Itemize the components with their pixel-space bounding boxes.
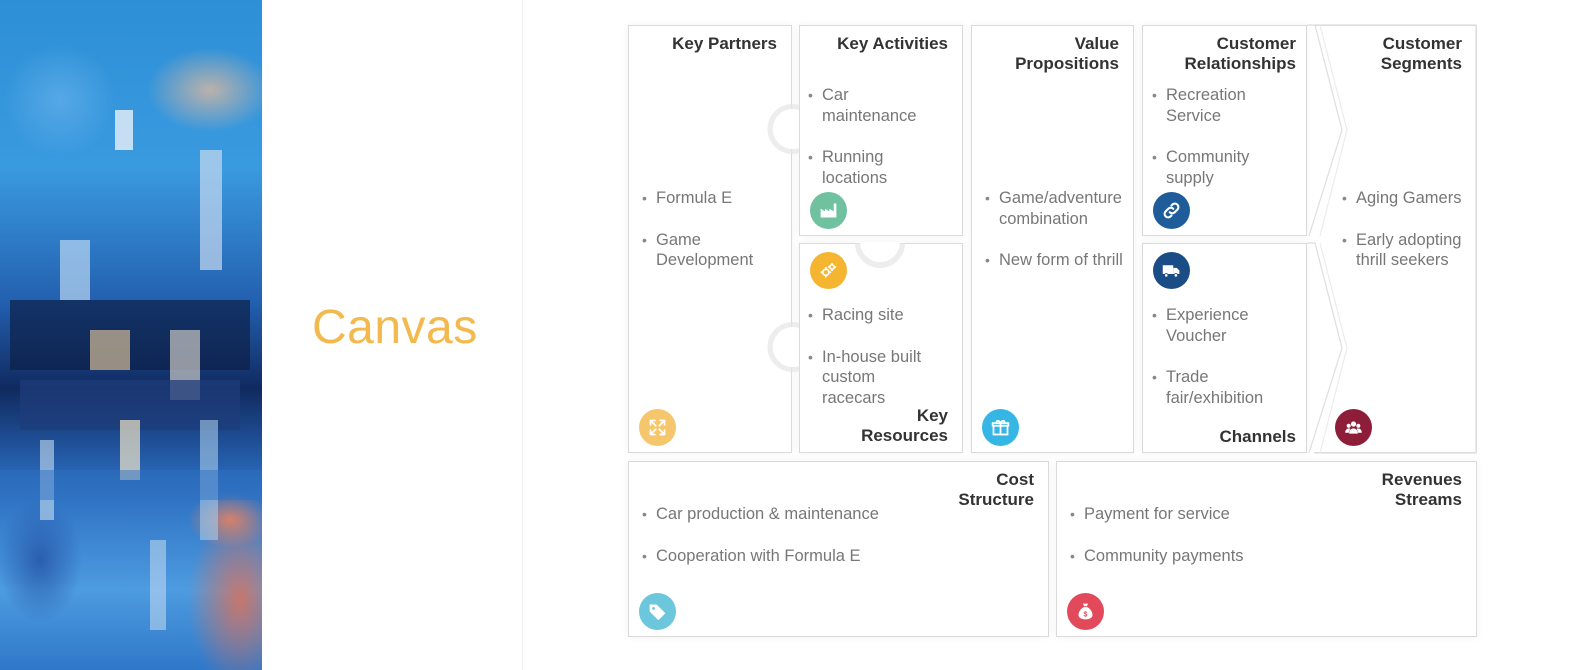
key-resources-card: Key Resources Racing site In-house built… [799,243,963,453]
key-activities-list: Car maintenance Running locations [808,85,938,209]
revenue-streams-card: Revenues Streams Payment for service Com… [1056,461,1477,637]
value-propositions-list: Game/adventure combination New form of t… [985,188,1135,292]
revenue-streams-title-line2: Streams [1394,490,1462,509]
list-item: Car maintenance [808,85,938,126]
revenue-streams-title-line1: Revenues [1381,470,1462,489]
people-icon [1335,409,1372,446]
key-resources-title-line1: Key [916,406,948,425]
gears-icon [810,252,847,289]
list-item: Early adopting thrill seekers [1342,230,1477,271]
list-item: Community supply [1152,147,1282,188]
list-item: New form of thrill [985,250,1135,271]
factory-icon [810,192,847,229]
list-item: Trade fair/exhibition [1152,367,1292,408]
list-item: Running locations [808,147,938,188]
page-title: Canvas [312,301,478,354]
customer-segments-title-line1: Customer [1382,34,1462,53]
key-activities-card: Key Activities Car maintenance Running l… [799,25,963,236]
key-partners-list: Formula E Game Development [642,188,787,292]
link-icon [1153,192,1190,229]
key-activities-title: Key Activities [837,34,948,53]
key-resources-title-line2: Resources [861,426,948,445]
cost-structure-title: Cost Structure [958,470,1034,510]
channels-list: Experience Voucher Trade fair/exhibition [1152,305,1292,429]
price-tag-icon [639,593,676,630]
value-propositions-title: Value Propositions [1015,34,1119,74]
key-resources-list: Racing site In-house built custom raceca… [808,305,938,429]
list-item: Formula E [642,188,787,209]
customer-segments-list: Aging Gamers Early adopting thrill seeke… [1342,188,1477,292]
channels-title: Channels [1219,427,1296,446]
cost-structure-card: Cost Structure Car production & maintena… [628,461,1049,637]
key-resources-title: Key Resources [861,406,948,446]
customer-segments-title-line2: Segments [1380,54,1462,73]
customer-relationships-list: Recreation Service Community supply [1152,85,1282,209]
partners-arrows-icon [639,409,676,446]
customer-relationships-title-line2: Relationships [1184,54,1296,73]
svg-text:$: $ [1084,611,1088,618]
list-item: In-house built custom racecars [808,347,938,409]
list-item: Racing site [808,305,938,326]
value-propositions-title-line1: Value [1074,34,1119,53]
list-item: Recreation Service [1152,85,1282,126]
truck-icon [1153,252,1190,289]
gift-icon [982,409,1019,446]
cost-structure-list: Car production & maintenance Cooperation… [642,504,962,587]
list-item: Cooperation with Formula E [642,546,962,567]
list-item: Experience Voucher [1152,305,1292,346]
channels-card: Channels Experience Voucher Trade fair/e… [1142,243,1307,453]
vertical-divider [522,0,523,670]
key-partners-title: Key Partners [672,34,777,53]
list-item: Aging Gamers [1342,188,1477,209]
customer-segments-card: Customer Segments Aging Gamers Early ado… [1314,25,1477,453]
list-item: Payment for service [1070,504,1390,525]
list-item: Game Development [642,230,787,271]
value-propositions-title-line2: Propositions [1015,54,1119,73]
list-item: Car production & maintenance [642,504,962,525]
city-painting-image [0,0,262,670]
list-item: Community payments [1070,546,1390,567]
value-propositions-card: Value Propositions Game/adventure combin… [971,25,1134,453]
cost-structure-title-line1: Cost [996,470,1034,489]
cost-structure-title-line2: Structure [958,490,1034,509]
money-bag-icon: $ [1067,593,1104,630]
customer-relationships-title-line1: Customer [1216,34,1296,53]
customer-relationships-title: Customer Relationships [1185,34,1296,74]
revenue-streams-list: Payment for service Community payments [1070,504,1390,587]
revenue-streams-title: Revenues Streams [1382,470,1462,510]
list-item: Game/adventure combination [985,188,1135,229]
customer-segments-title: Customer Segments [1381,34,1462,74]
key-partners-card: Key Partners Formula E Game Development [628,25,792,453]
customer-relationships-card: Customer Relationships Recreation Servic… [1142,25,1307,236]
